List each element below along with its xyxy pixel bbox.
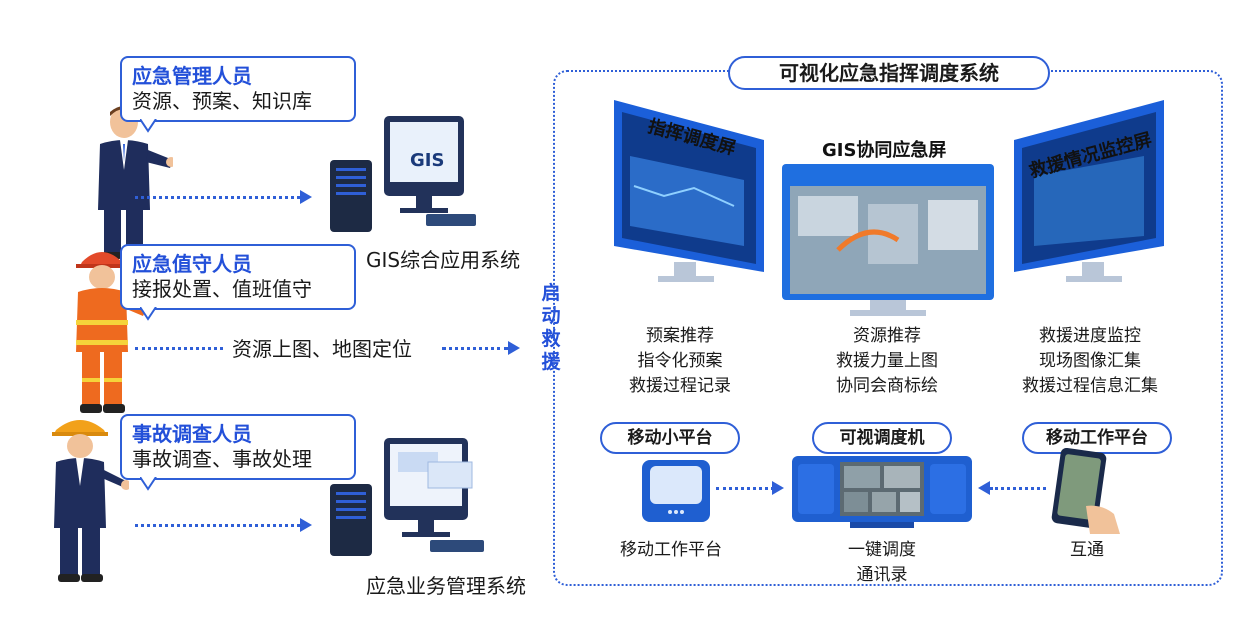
caption-line: 一键调度 [812, 538, 952, 563]
flow-line-duty-left [135, 347, 223, 350]
role-title: 应急值守人员 [132, 252, 344, 276]
screen-features-gis: 资源推荐 救援力量上图 协同会商标绘 [812, 324, 962, 399]
flow-line-investigator [135, 524, 300, 527]
bubble-tail [140, 477, 160, 491]
flow-line-manager [135, 196, 300, 199]
feature-item: 现场图像汇集 [1010, 349, 1170, 374]
platform-title: 可视化应急指挥调度系统 [728, 56, 1050, 90]
role-title: 事故调查人员 [132, 422, 344, 446]
flow-line-duty-right [442, 347, 508, 350]
role-title: 应急管理人员 [132, 64, 344, 88]
arrow-left-icon [978, 481, 990, 495]
screen-name: GIS协同应急屏 [822, 136, 946, 162]
arrow-right-icon [772, 481, 784, 495]
feature-item: 救援进度监控 [1010, 324, 1170, 349]
feature-item: 资源推荐 [812, 324, 962, 349]
feature-item: 指令化预案 [610, 349, 750, 374]
feature-item: 协同会商标绘 [812, 374, 962, 399]
device-caption-video-dispatcher: 一键调度 通讯录 [812, 538, 952, 588]
gis-computer-icon [330, 110, 480, 240]
middle-flow-label: 资源上图、地图定位 [232, 333, 412, 362]
feature-item: 救援过程信息汇集 [1010, 374, 1170, 399]
role-bubble-duty: 应急值守人员 接报处置、值班值守 [120, 244, 356, 310]
caption-line: 移动工作平台 [606, 538, 736, 563]
arrow-right-icon [300, 518, 312, 532]
device-caption-mobile-workstation: 互通 [1052, 538, 1122, 563]
flow-line-mobile-small [716, 487, 774, 490]
feature-item: 预案推荐 [610, 324, 750, 349]
mobile-small-platform-icon [640, 458, 712, 524]
device-pill-video-dispatcher: 可视调度机 [812, 422, 952, 454]
device-pill-mobile-small: 移动小平台 [600, 422, 740, 454]
bubble-tail [140, 307, 160, 321]
caption-line: 通讯录 [812, 563, 952, 588]
role-duty: 资源、预案、知识库 [132, 88, 344, 114]
flow-line-mobile-workstation [990, 487, 1046, 490]
mobile-workstation-icon [1050, 448, 1122, 534]
role-bubble-manager: 应急管理人员 资源、预案、知识库 [120, 56, 356, 122]
video-dispatcher-icon [790, 452, 974, 530]
screen-features-command: 预案推荐 指令化预案 救援过程记录 [610, 324, 750, 399]
screen-features-monitor: 救援进度监控 现场图像汇集 救援过程信息汇集 [1010, 324, 1170, 399]
arrow-right-icon [300, 190, 312, 204]
gis-logo: GIS [410, 150, 444, 171]
feature-item: 救援力量上图 [812, 349, 962, 374]
caption-line: 互通 [1052, 538, 1122, 563]
role-bubble-investigator: 事故调查人员 事故调查、事故处理 [120, 414, 356, 480]
feature-item: 救援过程记录 [610, 374, 750, 399]
business-system-label: 应急业务管理系统 [366, 570, 526, 599]
device-caption-mobile-small: 移动工作平台 [606, 538, 736, 563]
role-duty: 事故调查、事故处理 [132, 446, 344, 472]
bubble-tail [140, 119, 160, 133]
gis-collab-screen-icon [778, 160, 998, 320]
gis-system-label: GIS综合应用系统 [366, 244, 520, 273]
role-duty: 接报处置、值班值守 [132, 276, 344, 302]
investigator-person-icon [44, 410, 129, 585]
rescue-monitor-screen-icon [1004, 96, 1184, 286]
arrow-right-icon [508, 341, 520, 355]
business-computer-icon [330, 430, 490, 565]
